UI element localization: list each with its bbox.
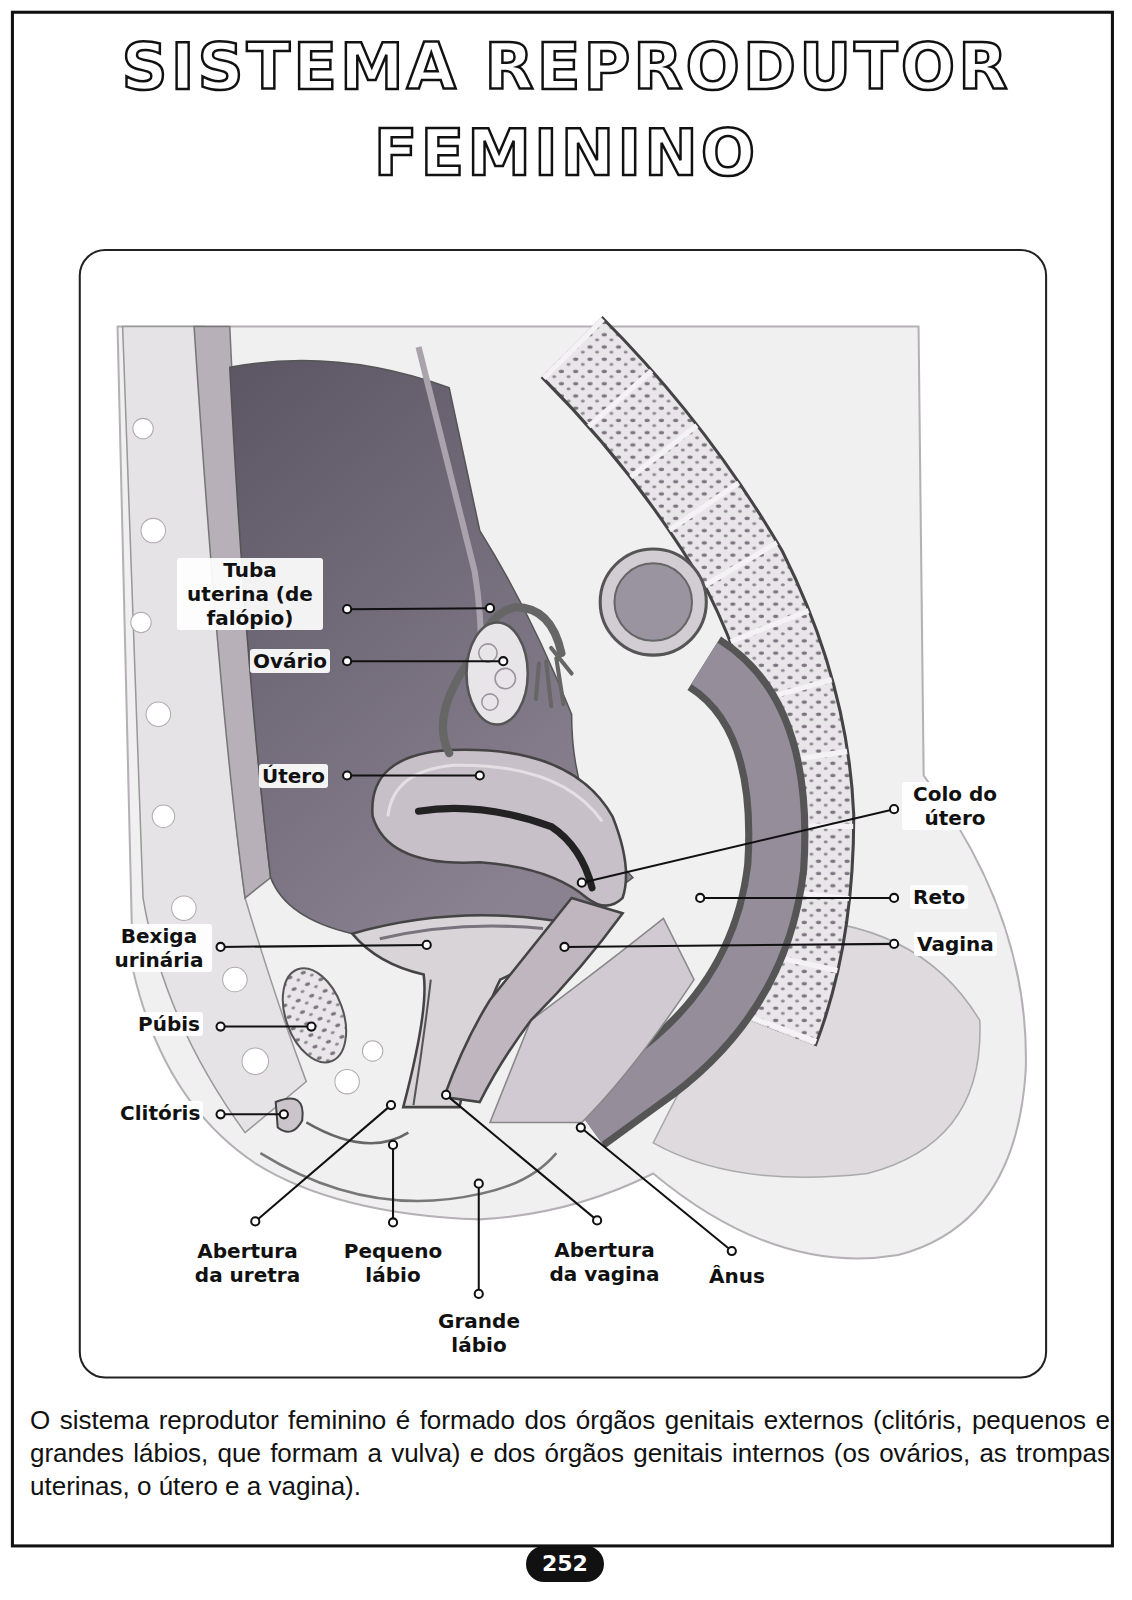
leader-line xyxy=(255,1105,391,1221)
leader-dot xyxy=(577,1123,585,1131)
sigmoid-lumen xyxy=(614,563,692,641)
fat-lobule xyxy=(242,1048,269,1075)
leader-dot xyxy=(499,657,507,665)
part-label: Colo do útero xyxy=(902,782,1008,830)
leader-dot xyxy=(728,1247,736,1255)
leader-dot xyxy=(217,943,225,951)
part-label: Abertura da vagina xyxy=(539,1238,670,1286)
fat-lobule xyxy=(362,1041,382,1061)
fat-lobule xyxy=(223,967,247,991)
leader-line xyxy=(700,897,894,899)
leader-line xyxy=(581,1128,732,1251)
fat-lobule xyxy=(172,896,196,920)
part-label: Vagina xyxy=(914,932,997,956)
page-border xyxy=(12,12,1112,1546)
clitoris xyxy=(276,1099,303,1132)
follicle xyxy=(479,644,497,662)
anatomy-drawing xyxy=(118,327,1026,1259)
leader-dot xyxy=(343,771,351,779)
leader-dot xyxy=(890,940,898,948)
leader-dot xyxy=(280,1110,288,1118)
leader-lines xyxy=(217,604,899,1298)
leader-dot xyxy=(578,879,586,887)
fat-lobule xyxy=(335,1069,359,1093)
leader-line xyxy=(221,1113,284,1115)
leader-dot xyxy=(251,1217,259,1225)
caption: O sistema reprodutor feminino é formado … xyxy=(30,1404,1110,1503)
part-label: Clitóris xyxy=(117,1101,203,1125)
part-label: Ovário xyxy=(250,649,330,673)
part-label: Tuba uterina (de falópio) xyxy=(177,558,323,630)
part-label: Púbis xyxy=(135,1012,203,1036)
fat-lobule xyxy=(146,702,170,726)
part-label: Grande lábio xyxy=(421,1309,537,1357)
leader-dot xyxy=(475,1180,483,1188)
leader-dot xyxy=(307,1022,315,1030)
leader-line xyxy=(221,945,427,947)
leader-dot xyxy=(423,941,431,949)
labia-majora xyxy=(260,1153,556,1201)
page-number: 252 xyxy=(526,1546,604,1582)
leader-dot xyxy=(593,1216,601,1224)
follicle xyxy=(482,694,498,710)
leader-line xyxy=(347,660,503,662)
part-label: Reto xyxy=(910,885,968,909)
part-label: Abertura da uretra xyxy=(182,1239,313,1287)
leader-dot xyxy=(217,1110,225,1118)
fimbriae xyxy=(536,648,572,706)
sigmoid-colon xyxy=(600,549,706,655)
leader-line xyxy=(582,809,894,882)
leader-dot xyxy=(389,1218,397,1226)
fat-lobule xyxy=(131,612,151,632)
leader-dot xyxy=(560,943,568,951)
leader-dot xyxy=(890,894,898,902)
leader-dot xyxy=(389,1141,397,1149)
fat-lobule xyxy=(152,805,174,827)
leader-dot xyxy=(476,771,484,779)
bladder-lumen xyxy=(380,926,543,939)
leader-dot xyxy=(486,604,494,612)
part-label: Bexiga urinária xyxy=(106,924,212,972)
ovary-follicles xyxy=(479,644,516,710)
pelvic-cavity xyxy=(230,361,633,934)
leader-dot xyxy=(343,605,351,613)
uterine-cavity xyxy=(419,808,592,887)
figure-frame xyxy=(80,250,1046,1378)
leader-dot xyxy=(343,657,351,665)
leader-dot xyxy=(696,894,704,902)
pubic-bone xyxy=(271,960,358,1072)
leader-dot xyxy=(475,1290,483,1298)
leader-dot xyxy=(442,1091,450,1099)
body-silhouette xyxy=(118,327,1026,1259)
leader-line xyxy=(392,1145,394,1223)
part-label: Útero xyxy=(259,764,328,788)
part-label: Ânus xyxy=(706,1264,768,1288)
fallopian-tube xyxy=(443,607,562,753)
leader-line xyxy=(347,608,490,609)
part-label: Pequeno lábio xyxy=(335,1239,451,1287)
fat-lobule xyxy=(133,418,153,438)
vagina xyxy=(444,898,623,1102)
follicle xyxy=(495,668,515,688)
leader-line xyxy=(478,1184,480,1294)
leader-dot xyxy=(387,1101,395,1109)
leader-dot xyxy=(890,805,898,813)
leader-dot xyxy=(217,1022,225,1030)
page-title: SISTEMA REPRODUTOR FEMININO xyxy=(66,24,1066,196)
ovary xyxy=(467,622,528,724)
urethra xyxy=(413,980,430,1106)
leader-line xyxy=(564,944,894,947)
leader-line xyxy=(446,1095,597,1221)
fat-lobule xyxy=(141,518,165,542)
leader-line xyxy=(221,1026,312,1028)
leader-line xyxy=(347,774,480,776)
